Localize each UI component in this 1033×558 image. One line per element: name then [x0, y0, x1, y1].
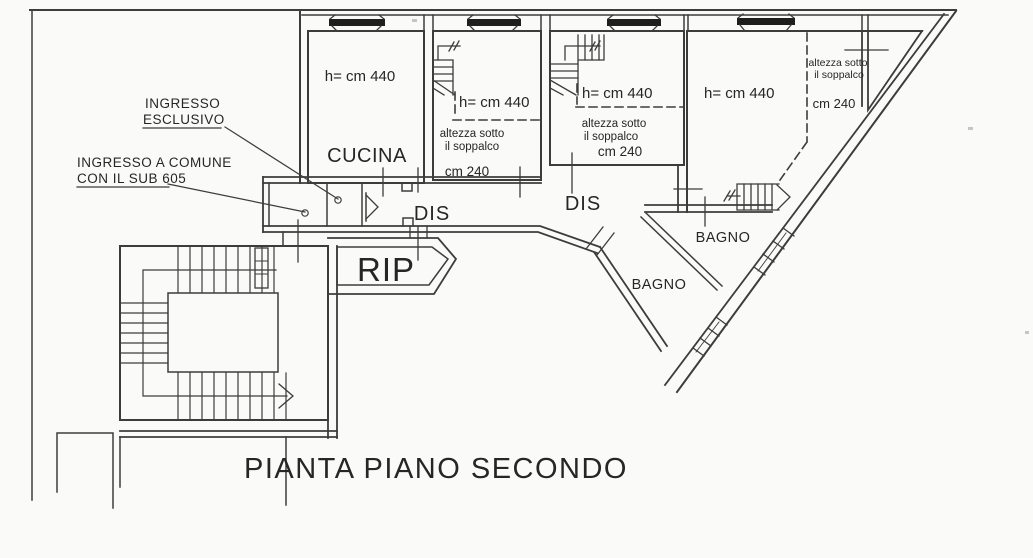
- mezzanine-note-2a: altezza sotto: [582, 118, 647, 130]
- roof-vent-icon: [329, 13, 795, 32]
- entrance-exclusive-label-line1: INGRESSO: [145, 96, 220, 111]
- mezzanine-stair-icon-2: [549, 34, 605, 96]
- height-note-soppalco-1: h= cm 440: [459, 94, 529, 111]
- mezzanine-stair-icon-1: [432, 40, 461, 96]
- height-note-soppalco-3: h= cm 440: [704, 85, 774, 102]
- main-staircase: [119, 245, 338, 439]
- room-label-dis-1: DIS: [414, 203, 450, 225]
- door-tick-marks: [297, 152, 706, 263]
- mezzanine-note-1b: il soppalco: [445, 141, 499, 153]
- building-outer-walls: [29, 9, 958, 501]
- room-label-bagno-2: BAGNO: [632, 277, 687, 293]
- room-label-bagno-1: BAGNO: [696, 230, 751, 246]
- entrance-shared-label-line1: INGRESSO A COMUNE: [77, 155, 232, 170]
- room-label-dis-2: DIS: [565, 193, 601, 215]
- room-label-cucina: CUCINA: [327, 145, 407, 167]
- mezzanine-note-corner-b: il soppalco: [814, 69, 864, 81]
- height-note-cucina: h= cm 440: [325, 68, 395, 85]
- mezzanine-height-corner: cm 240: [813, 96, 856, 111]
- entrance-exclusive-label-line2: ESCLUSIVO: [143, 112, 225, 127]
- stair-direction-arrow-icon: [278, 383, 294, 409]
- entrance-leader-lines: [76, 126, 342, 217]
- height-note-soppalco-2: h= cm 440: [582, 85, 652, 102]
- plan-title: PIANTA PIANO SECONDO: [244, 453, 628, 485]
- mezzanine-note-2b: il soppalco: [584, 131, 638, 143]
- mezzanine-note-corner-a: altezza sotto: [809, 57, 868, 69]
- mezzanine-dashed-lines: [452, 32, 809, 182]
- scan-speckles: [412, 19, 1029, 334]
- page-edge-fragments: [56, 432, 287, 509]
- bathroom-walls: [592, 164, 773, 353]
- mezzanine-note-1a: altezza sotto: [440, 128, 505, 140]
- diagonal-window-icon: [692, 227, 795, 357]
- room-label-rip: RIP: [357, 251, 415, 288]
- corridor-walls: [262, 176, 602, 255]
- entry-door-icon: [361, 182, 379, 227]
- mezzanine-height-1: cm 240: [445, 164, 489, 179]
- mezzanine-height-2: cm 240: [598, 144, 642, 159]
- entrance-shared-label-line2: CON IL SUB 605: [77, 171, 186, 186]
- mezzanine-stair-icon-3: [723, 183, 791, 211]
